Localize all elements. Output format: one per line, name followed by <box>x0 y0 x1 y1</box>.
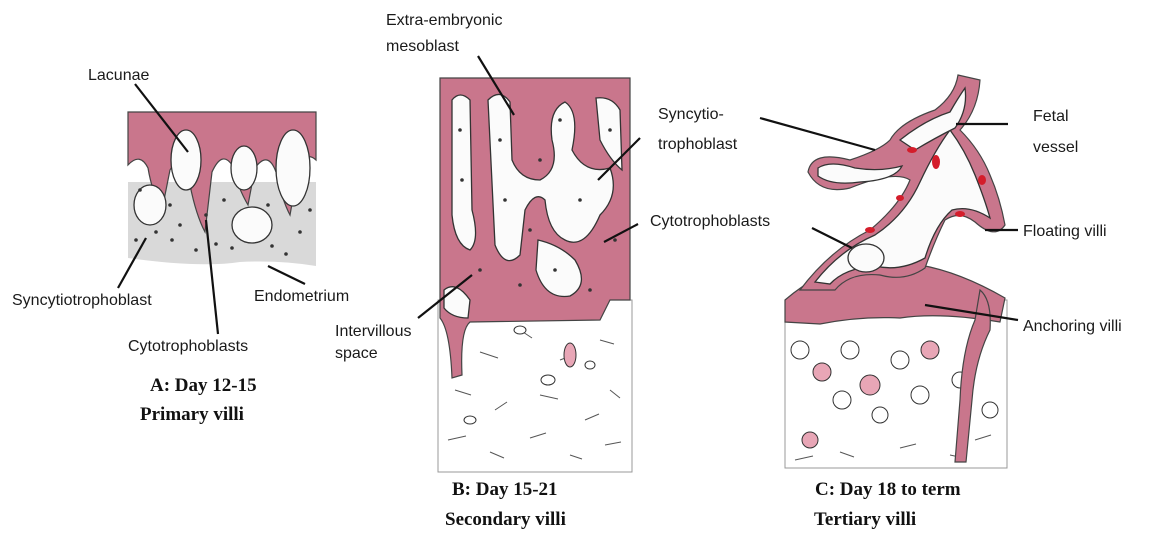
label-syncytio-line2: trophoblast <box>658 136 738 153</box>
leader-syncytiotrophoblast-c <box>760 118 875 150</box>
label-extra-embryonic-line1: Extra-embryonic <box>386 12 502 29</box>
leader-cytotrophoblasts-c <box>812 228 852 248</box>
label-syncytio-line1: Syncytio- <box>658 106 724 123</box>
label-intervillous-line2: space <box>335 345 378 362</box>
caption-a-line1: A: Day 12-15 <box>150 375 257 396</box>
label-cytotrophoblasts-c: Cytotrophoblasts <box>650 213 770 230</box>
panel-b-illustration <box>438 78 632 472</box>
panel-a-lacuna <box>171 130 201 190</box>
label-floating-villi: Floating villi <box>1023 223 1107 240</box>
leader-endometrium <box>268 266 305 284</box>
label-intervillous-line1: Intervillous <box>335 323 411 340</box>
panel-a-lacuna <box>232 207 272 243</box>
panel-a-lacuna <box>231 146 257 190</box>
panel-a-lacuna <box>276 130 310 206</box>
label-extra-embryonic-line2: mesoblast <box>386 38 459 55</box>
panel-c-villus-loop <box>848 244 884 272</box>
label-fetal-vessel-line1: Fetal <box>1033 108 1069 125</box>
label-fetal-vessel-line2: vessel <box>1033 139 1078 156</box>
label-cytotrophoblasts: Cytotrophoblasts <box>128 338 248 355</box>
caption-c-line2: Tertiary villi <box>814 509 916 530</box>
label-anchoring-villi: Anchoring villi <box>1023 318 1122 335</box>
label-lacunae: Lacunae <box>88 67 149 84</box>
caption-a-line2: Primary villi <box>140 404 244 425</box>
caption-b-line1: B: Day 15-21 <box>452 479 558 500</box>
panel-a-illustration <box>128 112 316 266</box>
label-endometrium: Endometrium <box>254 288 349 305</box>
caption-b-line2: Secondary villi <box>445 509 566 530</box>
label-syncytiotrophoblast: Syncytiotrophoblast <box>12 292 152 309</box>
caption-c-line1: C: Day 18 to term <box>815 479 961 500</box>
